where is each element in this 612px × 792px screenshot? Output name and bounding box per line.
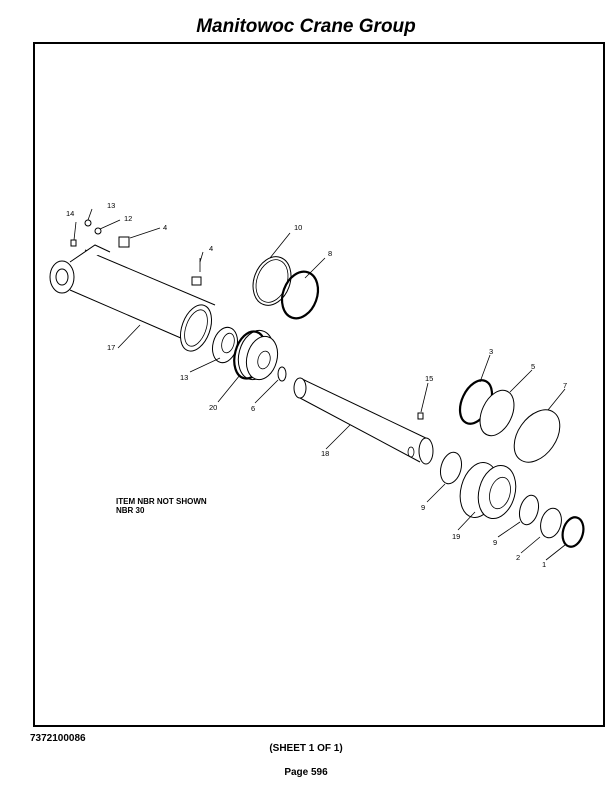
part-9-ring-b xyxy=(518,494,540,526)
page-number: Page 596 xyxy=(284,767,328,778)
item-note: ITEM NBR NOT SHOWN NBR 30 xyxy=(116,497,207,515)
callout-6: 6 xyxy=(251,404,255,413)
callout-19: 19 xyxy=(452,532,460,541)
callout-1: 1 xyxy=(542,560,546,569)
part-15-fitting xyxy=(417,412,424,420)
part-10-ring xyxy=(252,256,292,306)
callout-8: 8 xyxy=(328,249,332,258)
callout-16: 13 xyxy=(107,201,115,210)
part-17-barrel xyxy=(49,244,216,352)
part-5-ring xyxy=(479,389,515,437)
callout-5: 5 xyxy=(531,362,535,371)
callout-3: 3 xyxy=(489,347,493,356)
callout-12: 12 xyxy=(124,214,132,223)
leader-lines xyxy=(73,208,566,561)
part-7-ring xyxy=(513,409,561,463)
part-2-seal xyxy=(540,507,562,539)
callout-4-b: 4 xyxy=(209,244,213,253)
callout-15: 15 xyxy=(425,374,433,383)
part-18-rod xyxy=(293,377,434,465)
part-number: 7372100086 xyxy=(30,733,86,744)
callout-2: 2 xyxy=(516,553,520,562)
small-fittings xyxy=(70,219,201,272)
note-line-1: ITEM NBR NOT SHOWN xyxy=(116,497,207,506)
part-9-ring-a xyxy=(439,451,463,485)
note-line-2: NBR 30 xyxy=(116,506,145,515)
callout-4-a: 4 xyxy=(163,223,167,232)
callout-18: 18 xyxy=(321,449,329,458)
part-6-oring xyxy=(277,366,287,382)
callout-20: 20 xyxy=(209,403,217,412)
callout-7: 7 xyxy=(563,381,567,390)
callout-14: 14 xyxy=(66,209,74,218)
callout-17: 17 xyxy=(107,343,115,352)
drawing-frame xyxy=(33,42,605,727)
part-1-wiper xyxy=(561,516,585,548)
sheet-indicator: (SHEET 1 OF 1) xyxy=(269,743,343,754)
callout-10: 10 xyxy=(294,223,302,232)
page-title: Manitowoc Crane Group xyxy=(196,16,416,37)
part-13-nut xyxy=(212,326,238,364)
part-19-gland xyxy=(459,462,517,519)
part-20-piston xyxy=(233,329,279,381)
callout-13: 13 xyxy=(180,373,188,382)
callout-9-b: 9 xyxy=(493,538,497,547)
callout-9-a: 9 xyxy=(421,503,425,512)
part-8-ring xyxy=(280,270,320,320)
